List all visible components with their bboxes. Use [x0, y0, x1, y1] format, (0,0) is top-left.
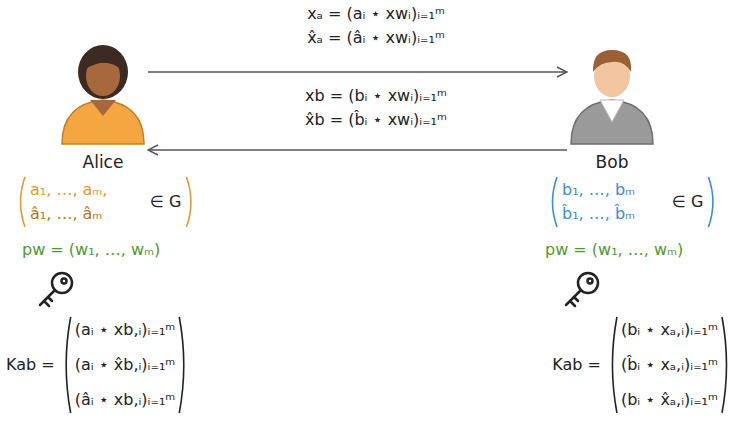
key-component: (bᵢ ⋆ xₐ,ᵢ)ᵢ₌₁ᵐ	[621, 320, 718, 340]
bracket	[708, 177, 713, 227]
message-arrow	[148, 71, 567, 72]
bracket	[186, 177, 191, 227]
key-component: (bᵢ ⋆ x̂ₐ,ᵢ)ᵢ₌₁ᵐ	[621, 390, 718, 410]
message-formula: xₐ = (aᵢ ⋆ xwᵢ)ᵢ₌₁ᵐ	[307, 4, 445, 24]
bracket	[66, 317, 71, 413]
message-formula: xb = (bᵢ ⋆ xwᵢ)ᵢ₌₁ᵐ	[305, 86, 447, 106]
key-component: (b̂ᵢ ⋆ xₐ,ᵢ)ᵢ₌₁ᵐ	[621, 355, 718, 375]
key-component: (âᵢ ⋆ xb,ᵢ)ᵢ₌₁ᵐ	[75, 390, 176, 410]
bracket	[179, 317, 184, 413]
group-membership: ∈ G	[672, 192, 703, 212]
message-formula: x̂ₐ = (âᵢ ⋆ xwᵢ)ᵢ₌₁ᵐ	[307, 28, 445, 48]
secret-vector: b₁, …, bₘ	[562, 180, 635, 200]
message-formula: x̂b = (b̂ᵢ ⋆ xwᵢ)ᵢ₌₁ᵐ	[305, 110, 447, 130]
person-name: Alice	[83, 152, 124, 172]
key-label: Kab =	[6, 355, 55, 375]
message-arrow	[148, 149, 567, 150]
person-node: Bob	[567, 44, 657, 172]
key-icon	[566, 273, 598, 306]
bob-figure	[571, 50, 653, 144]
group-membership: ∈ G	[150, 192, 181, 212]
secret-vector: b̂₁, …, b̂ₘ	[562, 204, 635, 224]
key-component: (aᵢ ⋆ x̂b,ᵢ)ᵢ₌₁ᵐ	[75, 355, 176, 375]
bracket	[612, 317, 617, 413]
password: pw = (w₁, …, wₘ)	[545, 240, 683, 260]
bracket	[553, 177, 558, 227]
key-component: (aᵢ ⋆ xb,ᵢ)ᵢ₌₁ᵐ	[75, 320, 176, 340]
password: pw = (w₁, …, wₘ)	[22, 240, 160, 260]
bracket	[21, 177, 26, 227]
key-icon	[40, 273, 72, 306]
secret-vector: a₁, …, aₘ,	[30, 180, 107, 200]
bracket	[722, 317, 727, 413]
person-node: Alice	[58, 44, 148, 172]
alice-figure	[62, 45, 144, 144]
person-name: Bob	[596, 152, 629, 172]
key-label: Kab =	[552, 355, 601, 375]
secret-vector: â₁, …, âₘ	[30, 204, 102, 224]
